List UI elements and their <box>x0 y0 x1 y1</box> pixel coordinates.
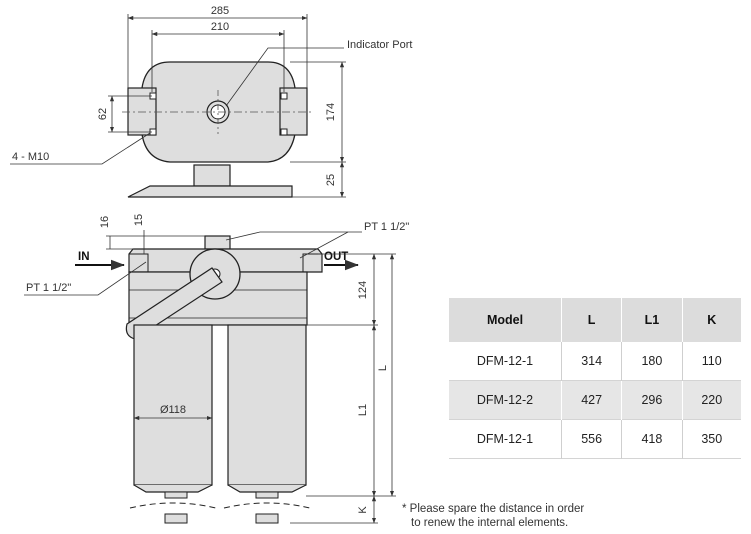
dim-25: 25 <box>325 174 337 186</box>
cell-L1: 296 <box>621 380 683 420</box>
top-port-boss <box>204 235 231 250</box>
col-header-L1: L1 <box>621 298 683 342</box>
dim-dia-118: Ø118 <box>160 404 186 416</box>
dim-L1: L1 <box>357 404 369 416</box>
cell-L: 314 <box>561 342 623 381</box>
mount-neck <box>193 164 231 187</box>
indicator-port-label: Indicator Port <box>347 39 412 51</box>
right-bowl <box>227 324 307 486</box>
cell-model: DFM-12-1 <box>449 419 562 459</box>
cell-L1: 418 <box>621 419 683 459</box>
valve-handle <box>125 267 223 340</box>
mount-foot <box>127 185 293 198</box>
footnote-line-1: * Please spare the distance in order <box>402 503 585 515</box>
dim-62: 62 <box>97 108 109 120</box>
table-row: DFM-12-1 314 180 110 <box>449 342 741 381</box>
dim-L: L <box>377 365 389 371</box>
col-header-L: L <box>561 298 623 342</box>
cell-K: 220 <box>682 380 741 420</box>
table-row: DFM-12-2 427 296 220 <box>449 380 741 420</box>
top-view: 285 210 62 174 25 Indicator Port 4 - M10 <box>10 5 412 198</box>
table-row: DFM-12-1 556 418 350 <box>449 419 741 459</box>
dim-285: 285 <box>211 5 229 17</box>
footnote-line-2: to renew the internal elements. <box>411 517 569 529</box>
cell-L: 556 <box>561 419 623 459</box>
port-top-label: PT 1 1/2" <box>364 221 409 233</box>
cell-model: DFM-12-1 <box>449 342 562 381</box>
cell-L: 427 <box>561 380 623 420</box>
cell-model: DFM-12-2 <box>449 380 562 420</box>
cell-K: 350 <box>701 432 723 446</box>
table-header-row: Model L L1 K <box>449 298 741 342</box>
right-flange <box>279 87 308 136</box>
col-header-K: K <box>682 298 741 342</box>
port-left-label: PT 1 1/2" <box>26 282 71 294</box>
spec-table: Model L L1 K DFM-12-1 314 180 110 DFM-12… <box>449 298 741 459</box>
front-view: Ø118 IN OUT 16 15 PT 1 1/2" PT 1 1/2" 12… <box>24 214 409 524</box>
cell-L1: 180 <box>621 342 683 381</box>
dim-K: K <box>357 506 369 514</box>
left-drain <box>164 491 188 499</box>
dim-174: 174 <box>325 103 337 121</box>
outlet-label: OUT <box>324 251 348 263</box>
dim-16: 16 <box>99 216 111 228</box>
dim-124: 124 <box>357 281 369 299</box>
cell-K: 110 <box>701 354 722 368</box>
inlet-label: IN <box>78 251 90 263</box>
right-drain <box>255 491 279 499</box>
bolt-icon <box>280 92 288 100</box>
dim-15: 15 <box>133 214 145 226</box>
bolt-icon <box>280 128 288 136</box>
bolt-label: 4 - M10 <box>12 151 49 163</box>
dim-210: 210 <box>211 21 229 33</box>
col-header-model: Model <box>449 298 562 342</box>
footnote: * Please spare the distance in order to … <box>402 502 584 530</box>
